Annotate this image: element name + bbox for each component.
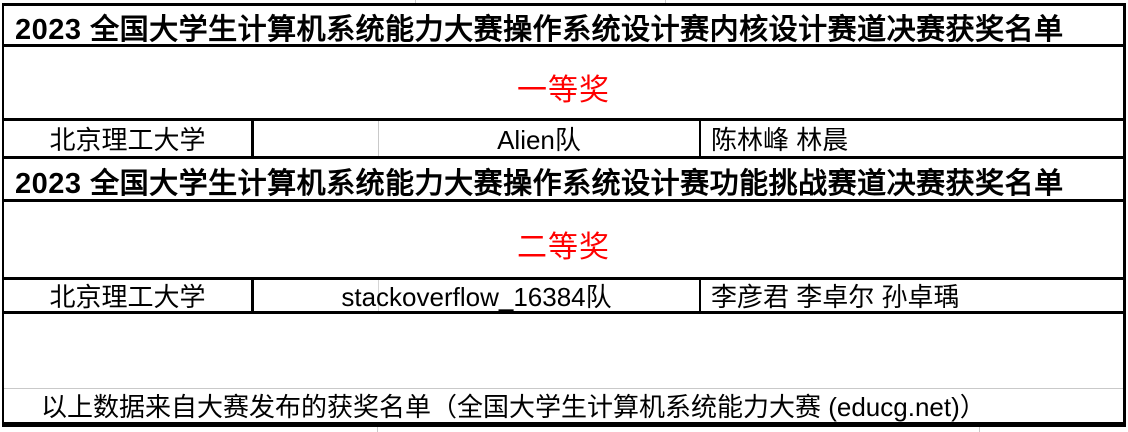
members-cell: 陈林峰 林晨 bbox=[711, 125, 849, 155]
empty-row bbox=[4, 314, 1123, 389]
members-cell: 李彦君 李卓尔 孙卓瑀 bbox=[711, 282, 960, 312]
team-cell: stackoverflow_16384队 bbox=[254, 280, 701, 312]
gridline-tick bbox=[415, 0, 416, 3]
section1-title: 2023 全国大学生计算机系统能力大赛操作系统设计赛内核设计赛道决赛获奖名单 bbox=[15, 14, 1064, 46]
section2-award-row: 二等奖 bbox=[4, 202, 1123, 280]
section1-data-row: 北京理工大学 Alien队 陈林峰 林晨 bbox=[4, 121, 1123, 159]
source-note: 以上数据来自大赛发布的获奖名单（全国大学生计算机系统能力大赛 (educg.ne… bbox=[41, 392, 986, 422]
team-name: stackoverflow_16384队 bbox=[341, 282, 612, 312]
school-cell: 北京理工大学 bbox=[4, 121, 254, 156]
section2-award-tier: 二等奖 bbox=[517, 230, 610, 264]
empty-cell bbox=[254, 121, 379, 156]
gridline-tick bbox=[378, 280, 379, 311]
section2-title: 2023 全国大学生计算机系统能力大赛操作系统设计赛功能挑战赛道决赛获奖名单 bbox=[15, 168, 1064, 200]
school-cell: 北京理工大学 bbox=[4, 280, 254, 312]
team-cell: Alien队 bbox=[379, 121, 701, 156]
section1-award-tier: 一等奖 bbox=[517, 73, 610, 107]
bottom-margin-strip bbox=[0, 427, 1128, 432]
gridline-tick bbox=[665, 0, 666, 3]
gridline-tick bbox=[377, 427, 378, 432]
award-table: 2023 全国大学生计算机系统能力大赛操作系统设计赛内核设计赛道决赛获奖名单 一… bbox=[2, 3, 1126, 427]
section1-award-row: 一等奖 bbox=[4, 47, 1123, 121]
gridline-tick bbox=[979, 427, 980, 432]
top-margin-strip bbox=[0, 0, 1128, 3]
source-note-row: 以上数据来自大赛发布的获奖名单（全国大学生计算机系统能力大赛 (educg.ne… bbox=[4, 389, 1123, 422]
section2-data-row: 北京理工大学 stackoverflow_16384队 李彦君 李卓尔 孙卓瑀 bbox=[4, 280, 1123, 314]
section1-title-row: 2023 全国大学生计算机系统能力大赛操作系统设计赛内核设计赛道决赛获奖名单 bbox=[4, 6, 1123, 47]
section2-title-row: 2023 全国大学生计算机系统能力大赛操作系统设计赛功能挑战赛道决赛获奖名单 bbox=[4, 159, 1123, 202]
